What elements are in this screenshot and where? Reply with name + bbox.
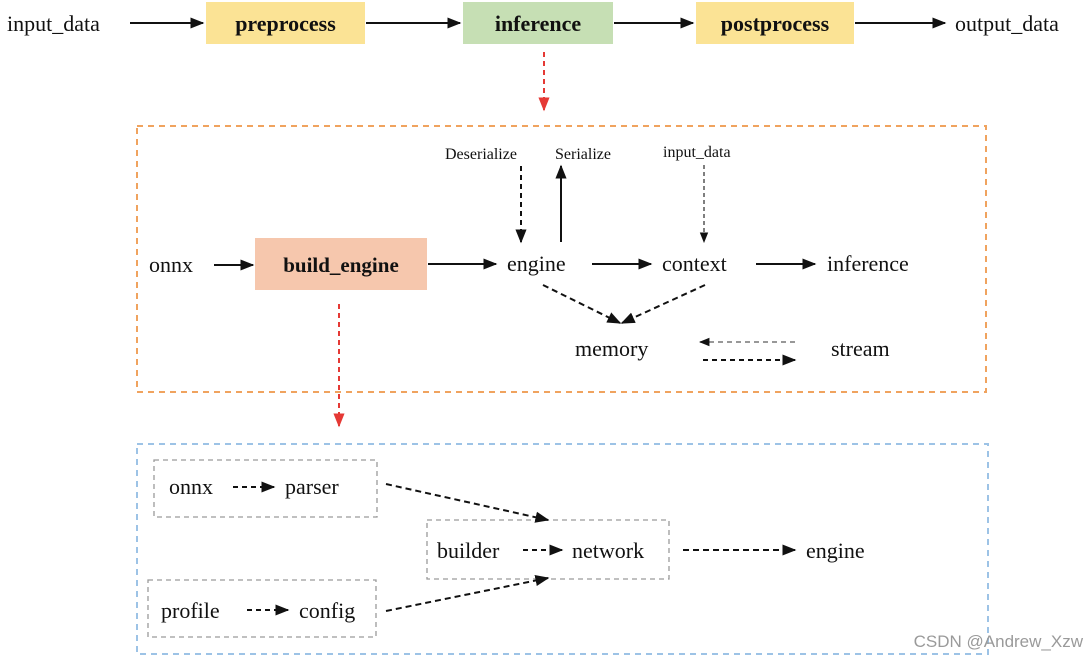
arrow-context-to-memory <box>620 284 706 324</box>
deserialize-label: Deserialize <box>445 146 517 163</box>
onnx-label: onnx <box>149 252 193 277</box>
profile-label: profile <box>161 598 220 623</box>
output-data-label: output_data <box>955 11 1059 36</box>
stream-label: stream <box>831 336 890 361</box>
build-engine-box <box>255 238 427 290</box>
engine-label: engine <box>507 251 566 276</box>
preprocess-box <box>206 2 365 44</box>
context-input-data-label: input_data <box>663 144 731 161</box>
inference-box <box>463 2 613 44</box>
postprocess-box <box>696 2 854 44</box>
top-pipeline: input_data preprocess inference postproc… <box>7 2 1059 44</box>
build-engine-output-label: engine <box>806 538 865 563</box>
build-detail-border <box>136 443 989 655</box>
memory-label: memory <box>575 336 648 361</box>
context-label: context <box>662 251 727 276</box>
build-engine-detail-panel: onnx parser profile config builder netwo… <box>136 443 989 655</box>
serialize-label: Serialize <box>555 146 611 163</box>
build-engine-label: build_engine <box>283 253 399 277</box>
preprocess-label: preprocess <box>235 11 336 36</box>
inference-step-label: inference <box>827 251 909 276</box>
arrow-parser-to-network <box>385 483 550 523</box>
postprocess-label: postprocess <box>721 11 830 36</box>
arrow-engine-to-memory <box>542 284 622 324</box>
watermark: CSDN @Andrew_Xzw <box>914 632 1084 651</box>
inference-detail-border <box>136 125 987 393</box>
parser-label: parser <box>285 474 339 499</box>
onnx-parser-group <box>153 459 378 518</box>
profile-config-group <box>147 579 377 638</box>
builder-label: builder <box>437 538 500 563</box>
input-data-label: input_data <box>7 11 100 36</box>
arrow-config-to-network <box>385 575 550 612</box>
network-label: network <box>572 538 644 563</box>
inference-label: inference <box>495 11 582 36</box>
build-onnx-label: onnx <box>169 474 213 499</box>
config-label: config <box>299 598 355 623</box>
inference-detail-panel: onnx build_engine engine context inferen… <box>136 125 987 393</box>
